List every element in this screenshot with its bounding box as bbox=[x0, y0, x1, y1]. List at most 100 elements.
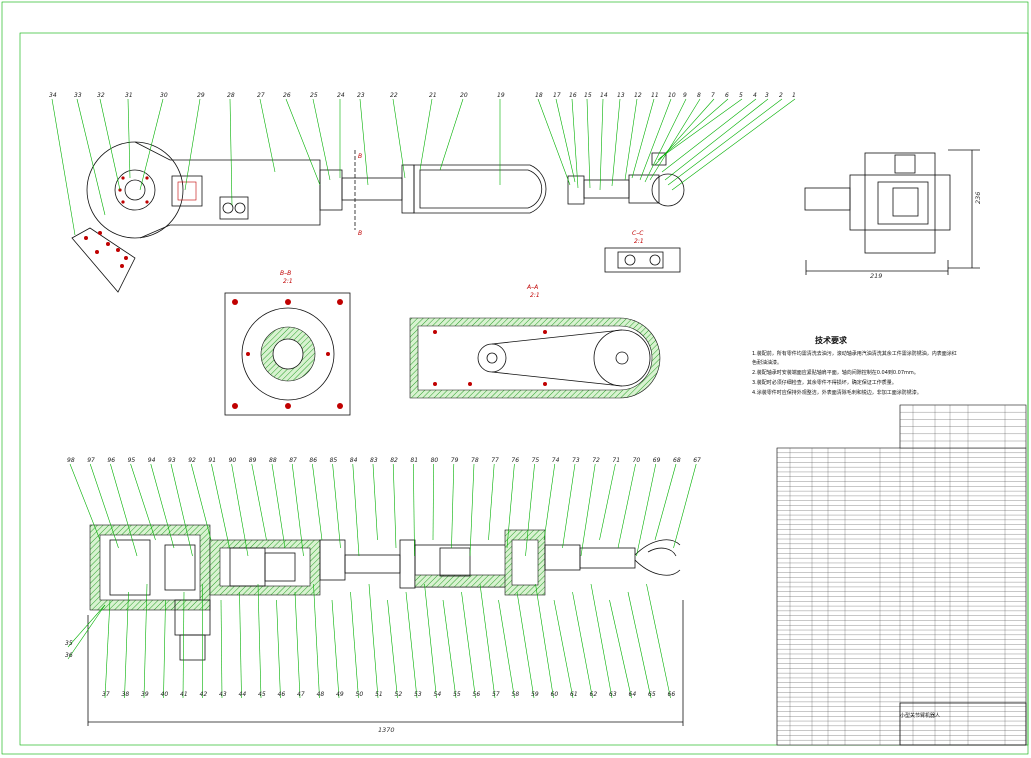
balloon-label: 47 bbox=[297, 691, 305, 698]
balloon-label: 46 bbox=[278, 691, 286, 698]
balloon-label: 28 bbox=[227, 92, 235, 99]
balloon-label: 75 bbox=[532, 457, 540, 464]
balloon-label: 52 bbox=[395, 691, 403, 698]
balloon-label: 44 bbox=[239, 691, 247, 698]
balloon-label: 37 bbox=[102, 691, 110, 698]
balloon-label: 82 bbox=[390, 457, 398, 464]
section-cc-label: C–C bbox=[632, 230, 644, 237]
tech-req-title: 技术要求 bbox=[815, 335, 848, 345]
balloon-label: 76 bbox=[511, 457, 519, 464]
balloon-label: 32 bbox=[97, 92, 105, 99]
balloon-label: 83 bbox=[370, 457, 378, 464]
balloon-label: 78 bbox=[471, 457, 479, 464]
balloon-label: 54 bbox=[434, 691, 442, 698]
balloon-label: 50 bbox=[356, 691, 364, 698]
balloon-label: 73 bbox=[572, 457, 580, 464]
bottom-balloon-group: 98 97 96 95 94 93 92 91 90 89 88 87 86 85 84 83 82 81 80 79… bbox=[65, 457, 701, 699]
balloon-label: 53 bbox=[414, 691, 422, 698]
balloon-label: 98 bbox=[67, 457, 75, 464]
balloon-label: 9 bbox=[683, 92, 687, 99]
balloon-label: 85 bbox=[330, 457, 338, 464]
balloon-label: 1 bbox=[792, 92, 796, 99]
tech-req-line-3: 2.装配轴承时安装端面应紧贴轴肩平面，轴向间隙控制在0.04到0.07mm。 bbox=[752, 369, 919, 376]
balloon-label: 74 bbox=[552, 457, 560, 464]
balloon-label: 81 bbox=[410, 457, 418, 464]
balloon-label: 51 bbox=[375, 691, 383, 698]
side-view bbox=[804, 149, 980, 275]
balloon-label: 61 bbox=[570, 691, 578, 698]
balloon-label: 77 bbox=[491, 457, 499, 464]
balloon-label: 23 bbox=[357, 92, 365, 99]
balloon-label: 8 bbox=[697, 92, 701, 99]
balloon-label: 59 bbox=[531, 691, 539, 698]
balloon-label: 16 bbox=[569, 92, 577, 99]
balloon-label: 29 bbox=[197, 92, 205, 99]
balloon-label: 49 bbox=[336, 691, 344, 698]
balloon-label: 63 bbox=[609, 691, 617, 698]
balloon-label: 26 bbox=[283, 92, 291, 99]
balloon-label: 87 bbox=[289, 457, 297, 464]
balloon-label: 60 bbox=[551, 691, 559, 698]
balloon-label: 92 bbox=[188, 457, 196, 464]
tech-req-line-4: 3.装配时必须仔细检查，其余零件不得损坏，确定保证工作质量。 bbox=[752, 379, 897, 386]
balloon-label: 7 bbox=[711, 92, 715, 99]
section-mark-b-top: B bbox=[358, 153, 362, 160]
bottom-section-view bbox=[87, 524, 684, 726]
section-bb-scale: 2:1 bbox=[283, 278, 293, 285]
balloon-label: 88 bbox=[269, 457, 277, 464]
balloon-label: 40 bbox=[161, 691, 169, 698]
balloon-label: 79 bbox=[451, 457, 459, 464]
balloon-label: 90 bbox=[229, 457, 237, 464]
dim-overall-length: 1370 bbox=[378, 726, 395, 734]
balloon-label: 41 bbox=[180, 691, 188, 698]
balloon-label: 43 bbox=[219, 691, 227, 698]
balloon-label: 42 bbox=[200, 691, 208, 698]
balloon-label: 67 bbox=[693, 457, 701, 464]
balloon-label: 97 bbox=[87, 457, 95, 464]
tech-req-line-5: 4.涂装零件时应保持外观整洁，外表面清除毛刺和锐边，非加工面涂防锈漆。 bbox=[752, 389, 922, 396]
balloon-label: 4 bbox=[753, 92, 757, 99]
balloon-label: 91 bbox=[208, 457, 216, 464]
section-bb-label: B–B bbox=[280, 270, 291, 277]
balloon-label: 84 bbox=[350, 457, 358, 464]
balloon-label: 95 bbox=[128, 457, 136, 464]
balloon-label: 30 bbox=[160, 92, 168, 99]
balloon-label: 36 bbox=[65, 652, 73, 659]
balloon-label: 89 bbox=[249, 457, 257, 464]
dim-side-width: 219 bbox=[870, 272, 882, 280]
balloon-label: 11 bbox=[651, 92, 659, 99]
balloon-label: 22 bbox=[390, 92, 398, 99]
inner-border bbox=[19, 32, 1029, 746]
parts-list-table bbox=[776, 404, 1027, 746]
balloon-label: 20 bbox=[460, 92, 468, 99]
balloon-label: 17 bbox=[553, 92, 561, 99]
section-mark-b-bottom: B bbox=[358, 230, 362, 237]
balloon-label: 94 bbox=[148, 457, 156, 464]
balloon-label: 3 bbox=[765, 92, 769, 99]
balloon-label: 21 bbox=[429, 92, 437, 99]
balloon-label: 5 bbox=[739, 92, 743, 99]
balloon-label: 34 bbox=[49, 92, 57, 99]
balloon-label: 96 bbox=[107, 457, 115, 464]
balloon-label: 13 bbox=[617, 92, 625, 99]
section-aa-view bbox=[409, 317, 661, 399]
section-cc-scale: 2:1 bbox=[634, 238, 644, 245]
balloon-label: 14 bbox=[600, 92, 608, 99]
balloon-label: 86 bbox=[309, 457, 317, 464]
balloon-label: 33 bbox=[74, 92, 82, 99]
top-view-arm bbox=[71, 141, 685, 293]
section-cc-view bbox=[604, 247, 681, 273]
balloon-label: 6 bbox=[725, 92, 729, 99]
balloon-label: 93 bbox=[168, 457, 176, 464]
balloon-label: 80 bbox=[431, 457, 439, 464]
balloon-label: 39 bbox=[141, 691, 149, 698]
tech-req-line-1: 1.装配前，所有零件均需清洗去油污，滚动轴承用汽油清洗其余工件需涂防锈油，内表面… bbox=[752, 350, 957, 357]
balloon-label: 72 bbox=[592, 457, 600, 464]
balloon-label: 57 bbox=[492, 691, 500, 698]
balloon-label: 2 bbox=[779, 92, 783, 99]
balloon-label: 68 bbox=[673, 457, 681, 464]
balloon-label: 15 bbox=[584, 92, 592, 99]
title-block-name: 小型关节臂机器人 bbox=[900, 712, 940, 719]
balloon-label: 65 bbox=[648, 691, 656, 698]
